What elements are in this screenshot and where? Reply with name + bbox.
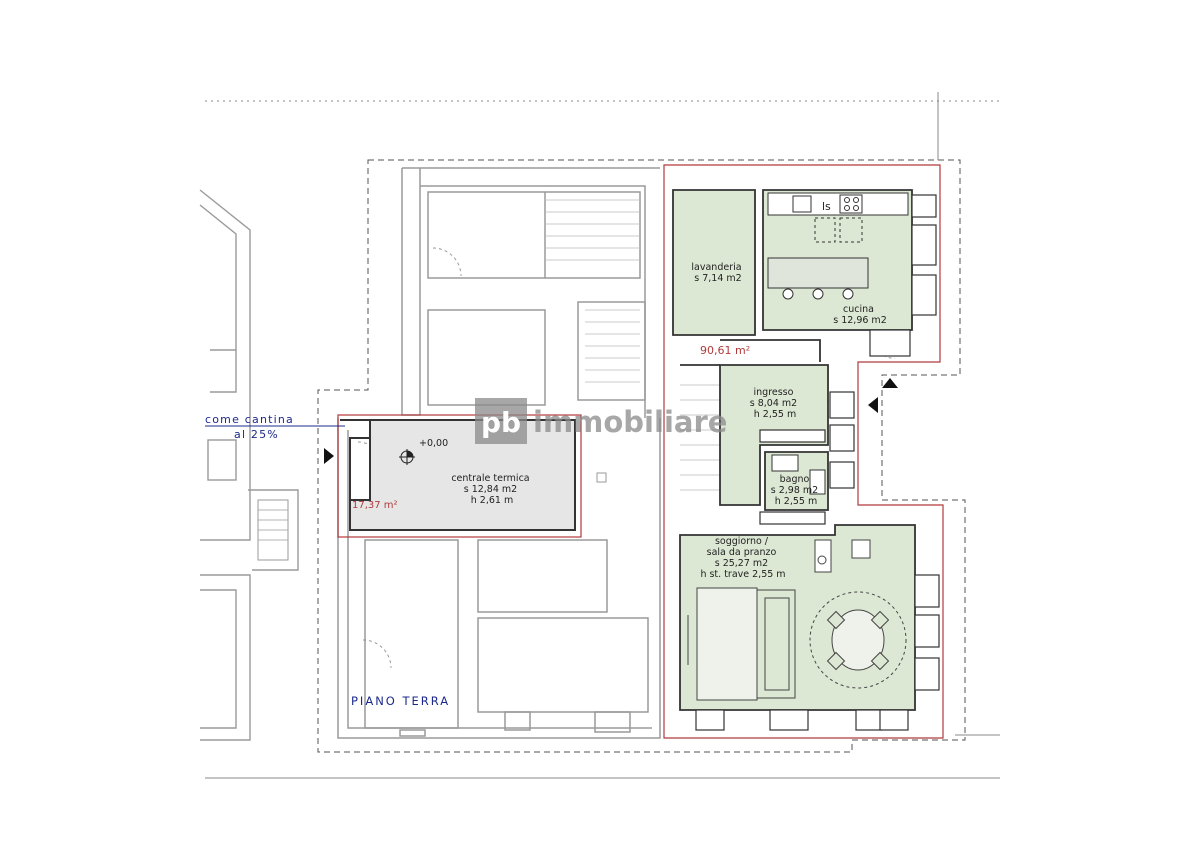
stairs — [545, 199, 720, 491]
entrance-arrows — [324, 378, 898, 464]
ls-label: ls — [822, 200, 831, 213]
apartment-windows — [695, 194, 940, 731]
watermark-word: immobiliare — [533, 405, 727, 439]
cellar-area-label: 17,37 m² — [352, 500, 398, 511]
entrance-arrow-icon — [882, 378, 898, 388]
lavanderia-label: lavanderia s 7,14 m2 — [691, 262, 744, 284]
ingresso-label: ingresso s 8,04 m2 h 2,55 m — [750, 387, 800, 420]
centrale-termica-label: centrale termica s 12,84 m2 h 2,61 m — [451, 473, 532, 506]
level-marker-label: +0,00 — [419, 438, 448, 449]
watermark: pb immobiliare — [475, 398, 727, 444]
bagno-label: bagno s 2,98 m2 h 2,55 m — [771, 474, 821, 507]
watermark-mark: pb — [481, 406, 521, 439]
kitchen-fixtures — [767, 192, 909, 300]
living-furniture — [687, 539, 907, 701]
cucina-label: cucina s 12,96 m2 — [833, 304, 886, 326]
floor-label: PIANO TERRA — [351, 694, 450, 708]
soggiorno-label: soggiorno / sala da pranzo s 25,27 m2 h … — [700, 536, 785, 580]
room-labels: lavanderia s 7,14 m2 cucina s 12,96 m2 i… — [451, 262, 886, 580]
central-building — [337, 167, 661, 739]
neighbour-building — [199, 189, 299, 741]
apartment-area-label: 90,61 m² — [700, 344, 750, 357]
annotation-text: come cantina al 25% — [205, 413, 299, 441]
lavanderia-room — [672, 189, 756, 336]
bathroom-fixtures — [771, 454, 826, 495]
entrance-arrow-icon — [324, 448, 334, 464]
entrance-arrow-icon — [868, 397, 878, 413]
street-lines — [205, 92, 1000, 779]
outer-boundaries — [317, 159, 966, 753]
level-marker-icon — [399, 449, 415, 465]
cellar — [337, 414, 607, 538]
